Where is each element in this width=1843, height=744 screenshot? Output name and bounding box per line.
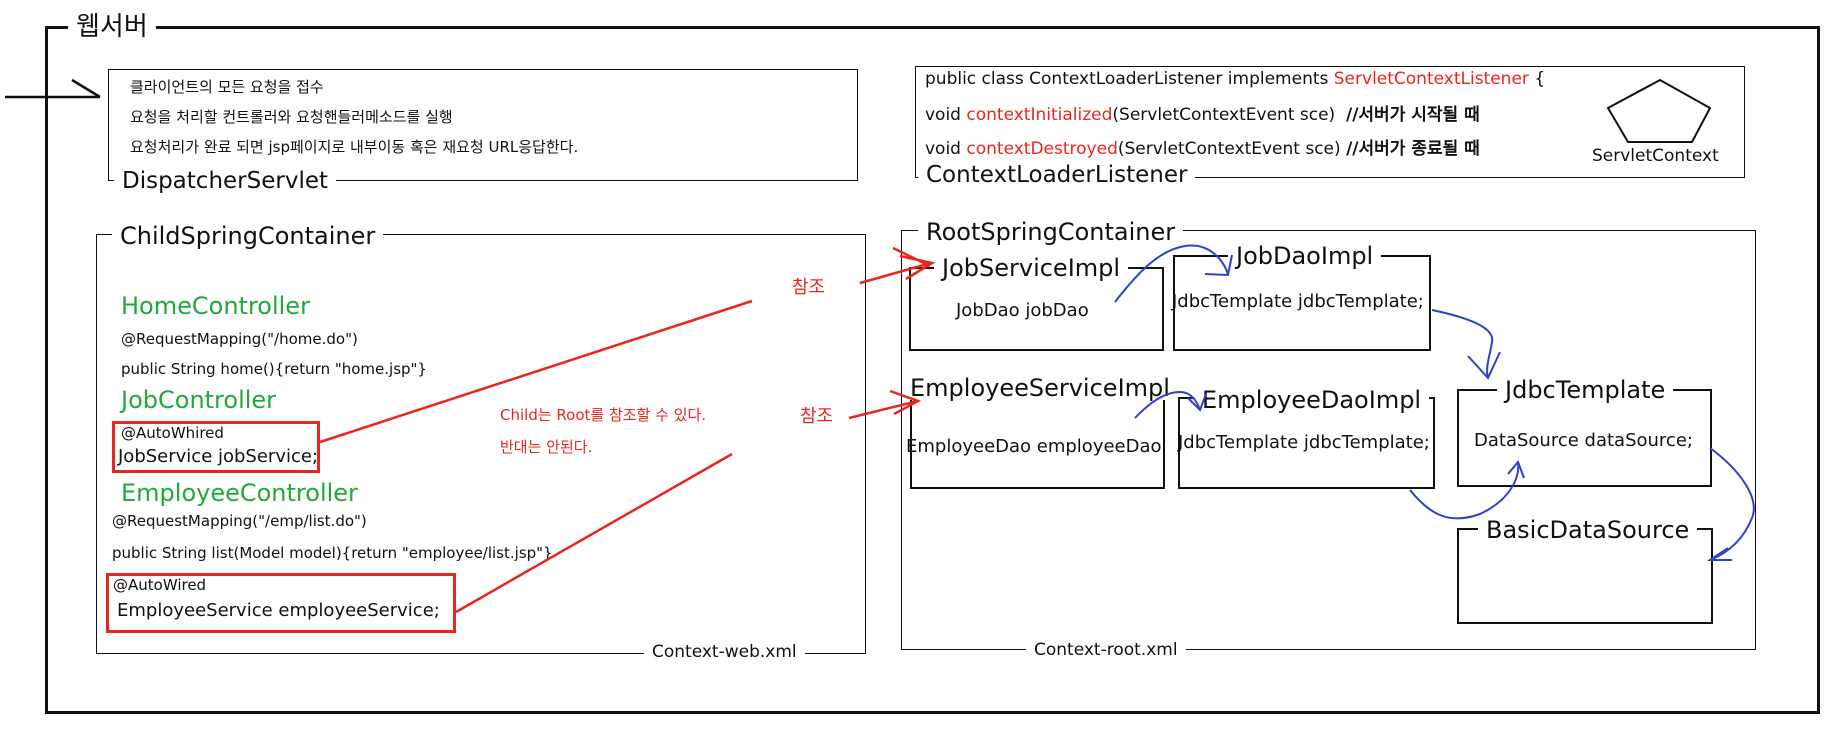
employee-controller-label: EmployeeController: [121, 479, 358, 507]
dispatcher-line-1: 클라이언트의 모든 요청을 접수: [130, 78, 324, 96]
emp-mapping: @RequestMapping("/emp/list.do"): [112, 512, 367, 530]
context-loader-line-2: void contextInitialized(ServletContextEv…: [925, 107, 1480, 124]
child-spring-container-box: [96, 234, 866, 654]
line2-comment: //서버가 시작될 때: [1346, 105, 1480, 125]
note-line-2: 반대는 안된다.: [500, 438, 593, 456]
context-loader-listener-title: ContextLoaderListener: [918, 164, 1196, 187]
dispatcher-servlet-box: [108, 69, 858, 181]
context-root-xml-label: Context-root.xml: [1026, 642, 1186, 659]
line1-prefix: public class ContextLoaderListener imple…: [925, 69, 1334, 89]
job-service-field: JobService jobService;: [118, 446, 319, 467]
dispatcher-line-2: 요청을 처리할 컨트롤러와 요청핸들러메소드를 실행: [130, 108, 453, 126]
reference-arrow-job: [319, 246, 936, 444]
context-web-xml-label: Context-web.xml: [644, 644, 805, 661]
context-destroyed-text: contextDestroyed: [966, 139, 1118, 159]
home-controller-label: HomeController: [121, 292, 310, 320]
line3-prefix: void: [925, 139, 967, 159]
servlet-context-label: ServletContext: [1592, 146, 1719, 166]
emp-method: public String list(Model model){return "…: [112, 544, 553, 562]
job-dao-impl-title: JobDaoImpl: [1228, 244, 1382, 268]
job-service-field-box: [112, 421, 320, 473]
employee-service-field-box: [106, 573, 456, 633]
note-line-1: Child는 Root를 참조할 수 있다.: [500, 406, 707, 424]
job-service-impl-title: JobServiceImpl: [934, 256, 1129, 280]
context-initialized-text: contextInitialized: [966, 105, 1113, 125]
job-dao-impl-field: JdbcTemplate jdbcTemplate;: [1172, 291, 1424, 312]
reference-label-1: 참조: [792, 277, 826, 298]
line3-params: (ServletContextEvent sce): [1117, 139, 1341, 159]
blue-connectors: [1114, 244, 1755, 561]
context-loader-listener-box: [915, 66, 1745, 178]
basic-data-source-title: BasicDataSource: [1478, 518, 1698, 542]
job-service-impl-field: JobDao jobDao: [956, 300, 1089, 321]
employee-dao-impl-field: JdbcTemplate jdbcTemplate;: [1178, 432, 1430, 453]
employee-dao-impl-title: EmployeeDaoImpl: [1194, 388, 1430, 412]
job-autowired: @AutoWhired: [121, 424, 224, 442]
dispatcher-line-3: 요청처리가 완료 되면 jsp페이지로 내부이동 혹은 재요청 URL응답한다.: [130, 138, 579, 156]
servlet-context-pentagon: [1606, 78, 1712, 143]
root-spring-container-title: RootSpringContainer: [918, 220, 1184, 244]
jdbc-template-title: JdbcTemplate: [1497, 378, 1674, 402]
context-loader-line-3: void contextDestroyed(ServletContextEven…: [925, 141, 1480, 158]
jdbc-template-field: DataSource dataSource;: [1474, 430, 1693, 451]
line1-suffix: {: [1528, 69, 1546, 89]
home-mapping: @RequestMapping("/home.do"): [121, 330, 358, 348]
request-arrow: [5, 78, 101, 99]
line2-params: (ServletContextEvent sce): [1112, 105, 1336, 125]
home-method: public String home(){return "home.jsp"}: [121, 360, 427, 378]
root-spring-container-box: [901, 230, 1756, 650]
employee-service-impl-title: EmployeeServiceImpl: [906, 376, 1174, 400]
employee-service-impl-field: EmployeeDao employeeDao: [906, 436, 1162, 457]
dispatcher-servlet-title: DispatcherServlet: [114, 170, 337, 193]
reference-label-2: 참조: [800, 406, 834, 427]
line2-prefix: void: [925, 105, 967, 125]
employee-service-field: EmployeeService employeeService;: [117, 600, 440, 621]
line3-comment: //서버가 종료될 때: [1346, 139, 1480, 159]
job-controller-label: JobController: [121, 386, 277, 414]
web-server-frame: [45, 26, 1820, 714]
reference-arrow-employee: [455, 389, 922, 614]
servlet-context-listener-text: ServletContextListener: [1333, 69, 1529, 89]
emp-autowired: @AutoWired: [113, 576, 207, 594]
web-server-title: 웹서버: [68, 14, 156, 40]
child-spring-container-title: ChildSpringContainer: [112, 224, 384, 248]
context-loader-line-1: public class ContextLoaderListener imple…: [925, 71, 1545, 88]
